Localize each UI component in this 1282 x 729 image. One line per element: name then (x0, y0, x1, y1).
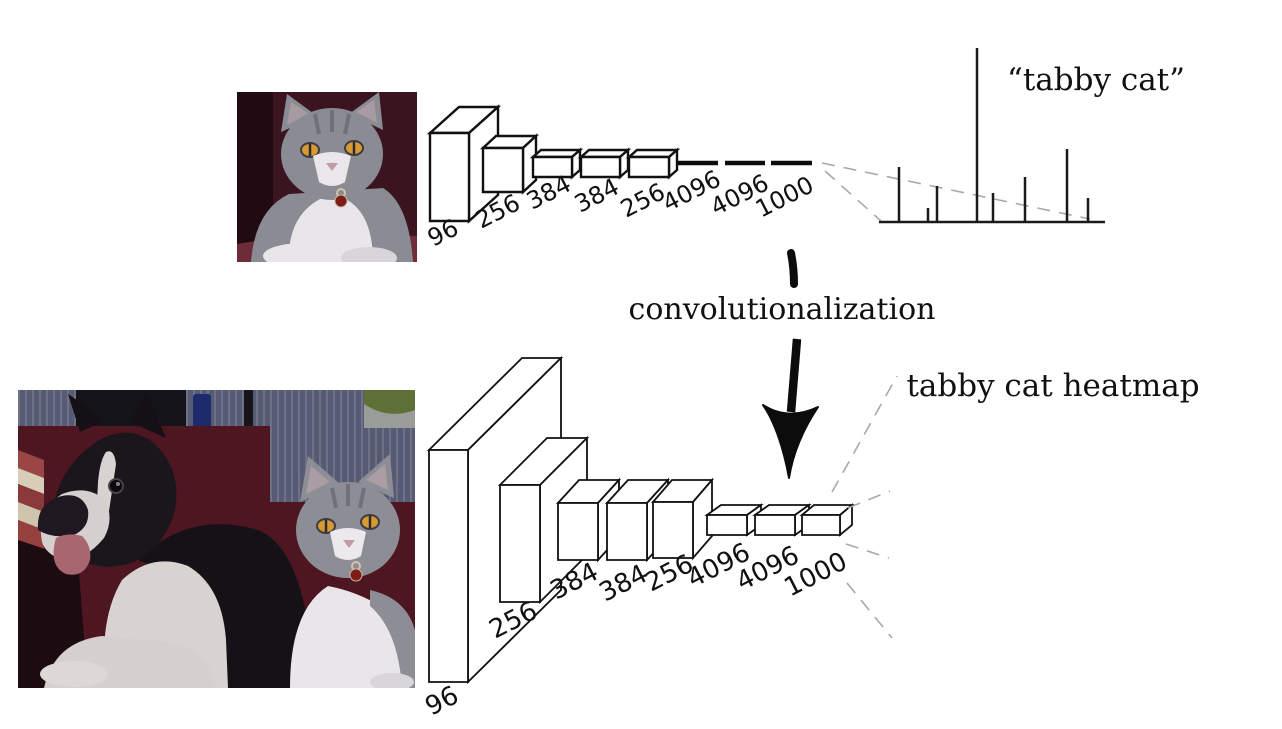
pillow-stripe (18, 468, 44, 494)
top-output-label: “tabby cat” (1007, 62, 1185, 98)
layer-label: 384 (595, 559, 653, 608)
convolutionalization-arrow: convolutionalization (629, 249, 936, 479)
cat-illustration (251, 92, 413, 262)
fan-line-2 (847, 490, 891, 509)
pillow-stripe (18, 502, 44, 530)
dog-eye (108, 478, 124, 494)
cat-ear-right-inner (356, 100, 377, 123)
dog-muzzle (37, 495, 89, 537)
layer-label: 96 (421, 680, 464, 722)
fan-line-3 (845, 543, 890, 559)
cat-paw-left (300, 666, 372, 688)
conv-box-384b (577, 147, 632, 180)
guide-line-lower (824, 170, 882, 222)
box-front-face (531, 155, 574, 179)
dog-ear-right (130, 392, 166, 438)
conv-box-4096b (752, 503, 812, 537)
dog-ear-left (68, 394, 106, 432)
conv-box-4096 (704, 503, 764, 537)
window-greenery (364, 390, 415, 414)
tabby-cat-artwork (237, 92, 417, 262)
box-front-face (706, 514, 748, 536)
cat-ear-left-inner (287, 102, 309, 125)
guide-line-upper (821, 162, 1091, 220)
box-front-face (557, 502, 599, 561)
box-front-face (579, 155, 622, 179)
conv-box-256 (479, 133, 540, 195)
arrow-shaft (786, 338, 802, 413)
pillow-stripe (18, 450, 44, 478)
box-front-face (627, 155, 671, 179)
dog-eye-highlight (116, 482, 120, 486)
dog-illustration (37, 392, 314, 688)
top-network: 96 256 384 384 256 4096 4096 1000 “tabby… (423, 48, 1185, 252)
cat-illustration (290, 454, 415, 688)
arrow-upper-segment (787, 249, 798, 288)
dark-pole (244, 390, 253, 444)
dog-tongue (53, 534, 91, 575)
bottom-network: 96 256 384 384 256 4096 4096 1000 tabby … (421, 355, 1200, 722)
cat-ear-right-inner (366, 464, 388, 490)
conv-box-256b (651, 477, 714, 561)
box-front-face (606, 502, 648, 561)
output-guide-lines (821, 162, 1091, 222)
input-photo-tabby-cat (237, 92, 417, 262)
heatmap-fan-lines (831, 375, 898, 639)
cat-nose (326, 163, 338, 171)
classifier-score-spikes (879, 48, 1105, 224)
cat-forehead-stripes (313, 110, 351, 135)
cat-nose (343, 540, 355, 548)
transform-label: convolutionalization (629, 292, 936, 327)
cat-forehead-stripes (330, 484, 366, 509)
cat-collar-tag (349, 568, 363, 582)
box-front-face (428, 131, 471, 223)
blue-cup (193, 394, 211, 430)
layer-label: 384 (570, 173, 624, 219)
cat-shoulder (370, 590, 415, 688)
box-front-face (499, 484, 541, 603)
fan-line-4 (846, 582, 893, 639)
cat-paw-left (263, 243, 343, 262)
dog-paw (40, 661, 108, 687)
fan-line-1 (831, 375, 898, 493)
box-front-face (801, 514, 841, 536)
bottom-output-label: tabby cat heatmap (906, 368, 1199, 404)
arrow-head (762, 404, 819, 479)
conv-box-256b (625, 147, 681, 180)
box-front-face (652, 501, 694, 559)
cat-paw-right (370, 673, 414, 688)
cat-paw-right (341, 247, 397, 262)
box-front-face (754, 514, 796, 536)
input-photo-dog-and-cat (18, 390, 415, 688)
pillow-stripe (18, 484, 44, 512)
conv-box-1000 (799, 503, 855, 537)
cat-collar-tag (334, 194, 348, 208)
dog-and-cat-artwork (18, 390, 415, 688)
cat-ear-left-inner (306, 466, 330, 494)
box-front-face (481, 146, 525, 194)
box-front-face (428, 449, 469, 683)
striped-pillow (18, 450, 44, 550)
